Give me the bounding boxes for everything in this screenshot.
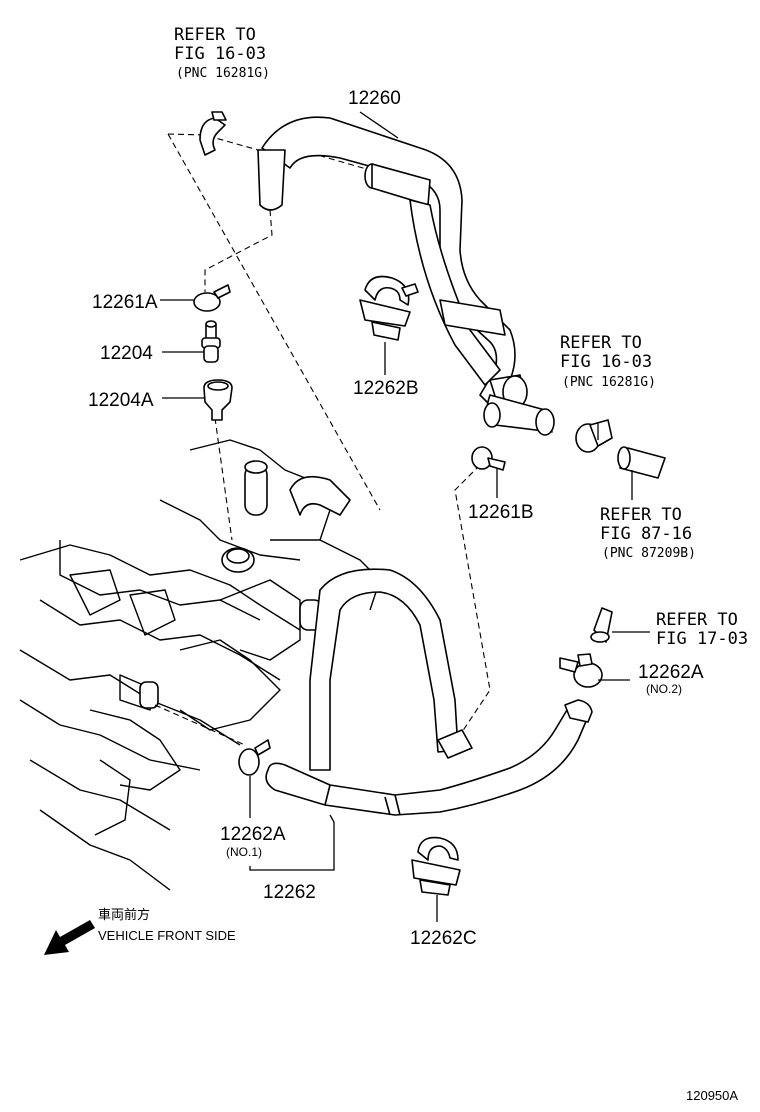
clamp-12261A	[193, 284, 231, 312]
part-label-12260: 12260	[348, 88, 401, 109]
part-label-12204A: 12204A	[88, 390, 154, 411]
ref-87-16-line1: REFER TO	[600, 505, 682, 525]
ref-top-line2: FIG 16-03	[174, 44, 266, 64]
ref-label-17-03: REFER TO FIG 17-03	[656, 610, 748, 649]
ref-right-line2: FIG 16-03	[560, 352, 652, 372]
hose-12262	[265, 568, 593, 816]
leader-lines	[160, 111, 650, 922]
part-label-12262C: 12262C	[410, 928, 477, 949]
part-label-12262B: 12262B	[353, 378, 419, 399]
ref-17-03-line2: FIG 17-03	[656, 629, 748, 649]
part-label-12262A-no2: 12262A	[638, 662, 704, 683]
clamp-12261B	[471, 446, 506, 471]
clip-12262B	[359, 275, 419, 341]
part-label-12261A: 12261A	[92, 292, 158, 313]
vehicle-front-arrow-icon	[44, 920, 95, 955]
vehicle-front-en: VEHICLE FRONT SIDE	[98, 928, 236, 943]
pipe-ref-87-16	[617, 446, 666, 479]
ref-87-16-line2: FIG 87-16	[600, 524, 692, 544]
clip-12262C	[411, 836, 461, 896]
part-label-12204: 12204	[100, 343, 153, 364]
ref-right-line1: REFER TO	[560, 333, 642, 353]
clip-ref-right	[575, 419, 613, 453]
clamp-12262A-no2	[559, 653, 603, 688]
note-no1: (NO.1)	[226, 845, 262, 859]
part-label-12262: 12262	[263, 882, 316, 903]
ref-87-16-pnc: (PNC 87209B)	[602, 546, 696, 561]
clip-ref-top	[199, 111, 227, 156]
part-label-12262A-no1: 12262A	[220, 824, 286, 845]
pipe-ref-17-03	[590, 607, 613, 643]
ref-label-87-16: REFER TO FIG 87-16 (PNC 87209B)	[600, 505, 696, 561]
engine-block	[19, 439, 381, 891]
ref-top-pnc: (PNC 16281G)	[176, 66, 270, 81]
hose-12260	[257, 116, 555, 436]
diagram-id: 120950A	[686, 1088, 738, 1103]
grommet-12204A	[203, 379, 233, 421]
ref-top-line1: REFER TO	[174, 25, 256, 45]
ref-label-top: REFER TO FIG 16-03 (PNC 16281G)	[174, 25, 270, 81]
note-no2: (NO.2)	[646, 682, 682, 696]
ref-right-pnc: (PNC 16281G)	[562, 375, 656, 390]
vehicle-front-jp: 車両前方	[98, 907, 150, 922]
ref-17-03-line1: REFER TO	[656, 610, 738, 630]
valve-12204	[201, 320, 221, 363]
ref-label-right: REFER TO FIG 16-03 (PNC 16281G)	[560, 333, 656, 390]
part-label-12261B: 12261B	[468, 502, 534, 523]
clamp-12262A-no1	[238, 739, 271, 776]
